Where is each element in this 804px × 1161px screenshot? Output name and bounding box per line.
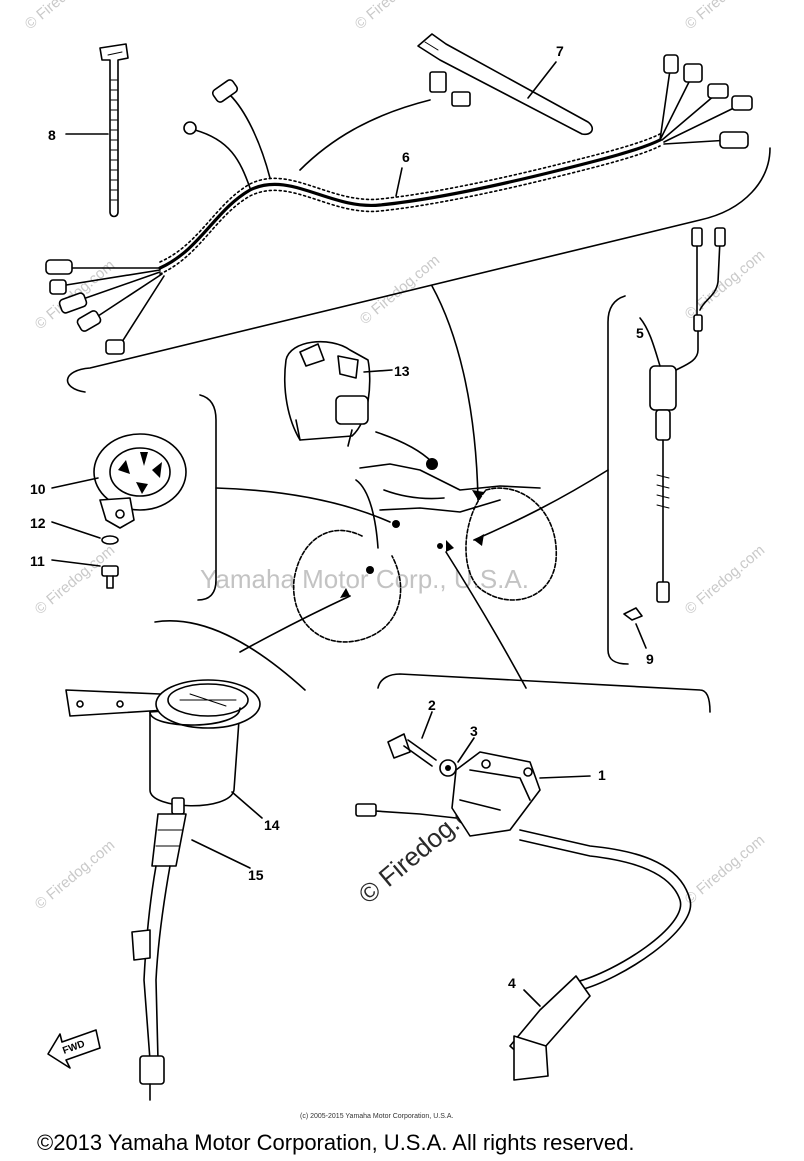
part-13-handlebar-switch: [283, 340, 433, 463]
callout-8: 8: [48, 127, 56, 143]
part-8-cable-tie: [65, 43, 129, 218]
callout-2: 2: [428, 697, 436, 713]
watermark-text: © Firedog.com: [352, 0, 438, 33]
callout-3: 3: [470, 723, 478, 739]
part-15-meter-cable: [131, 797, 251, 1101]
watermark-text: © Firedog.com: [682, 832, 768, 908]
callout-9: 9: [646, 651, 654, 667]
watermark-text: © Firedog.com: [22, 0, 108, 33]
part-6-wire-harness: [45, 54, 753, 355]
harness-group-frame: [66, 147, 771, 393]
motorcycle-outline: [292, 458, 557, 643]
group-frames: [66, 147, 771, 713]
part-5-condenser: [623, 227, 726, 649]
watermark-text: © Firedog.com: [682, 0, 768, 33]
watermark-text: © Firedog.com: [682, 542, 768, 618]
part-10-horn: [51, 433, 187, 529]
callout-7: 7: [556, 43, 564, 59]
part-12-washer: [51, 521, 119, 545]
part-3-washer: [439, 737, 475, 777]
callout-11: 11: [30, 553, 45, 569]
callout-1: 1: [598, 767, 606, 783]
callout-labels: 8 7 6 5 13 10 12 11 9 2 3 1 14 15 4: [30, 43, 654, 991]
watermark-center-text: Yamaha Motor Corp., U.S.A.: [200, 564, 529, 594]
part-1-ignition-coil: [355, 751, 591, 837]
callout-6: 6: [402, 149, 410, 165]
callout-5: 5: [636, 325, 644, 341]
leader-lines: [215, 285, 609, 689]
callout-13: 13: [394, 363, 410, 379]
callout-10: 10: [30, 481, 46, 497]
watermark-text: © Firedog.com: [32, 837, 118, 913]
callout-15: 15: [248, 867, 264, 883]
coil-group-frame: [377, 673, 711, 713]
callout-14: 14: [264, 817, 280, 833]
part-2-bolt: [387, 711, 437, 767]
part-4-plug-cap: [509, 829, 692, 1081]
callout-4: 4: [508, 975, 516, 991]
part-7-band: [417, 33, 594, 136]
copyright-text: ©2013 Yamaha Motor Corporation, U.S.A. A…: [37, 1130, 634, 1155]
meter-group-frame: [154, 620, 306, 691]
part-14-meter: [65, 679, 263, 819]
watermark-text: © Firedog.com: [357, 252, 443, 328]
watermark-text: © Firedog.com: [682, 247, 768, 323]
frame-note: (c) 2005-2015 Yamaha Motor Corporation, …: [300, 1113, 453, 1120]
condenser-group-frame: [607, 295, 629, 665]
fwd-arrow: FWD: [47, 1029, 101, 1069]
callout-12: 12: [30, 515, 46, 531]
part-11-screw: [51, 559, 119, 589]
horn-group-frame: [197, 394, 217, 601]
